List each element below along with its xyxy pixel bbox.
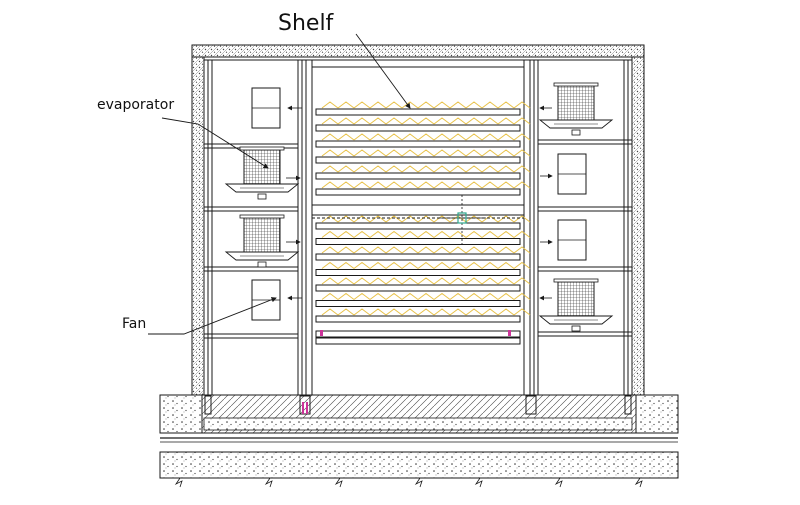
- rack-frame: [311, 204, 525, 345]
- tray-product: [321, 133, 531, 141]
- coil-body: [243, 149, 281, 185]
- ground-marks: [174, 477, 643, 488]
- shelf-rack: [315, 101, 531, 323]
- shelf-tray: [315, 149, 531, 164]
- leader-shelf: [355, 33, 411, 109]
- ground-mark: [264, 477, 273, 488]
- leader-fan: [148, 297, 277, 335]
- tray-product: [321, 215, 531, 223]
- tray-product: [321, 292, 531, 300]
- tray-product: [321, 149, 531, 157]
- evaporator-unit: [224, 214, 300, 268]
- ground-mark: [414, 477, 423, 488]
- coil-top: [553, 278, 599, 283]
- leader-evaporator: [161, 117, 269, 169]
- rack-end-pins: [320, 330, 511, 336]
- tray-board: [315, 284, 521, 292]
- center-marker: [438, 195, 486, 245]
- coil-body: [557, 85, 595, 121]
- column-footings: [204, 395, 632, 415]
- fan-box: [251, 87, 281, 129]
- drain: [257, 261, 267, 268]
- tray-board: [315, 108, 521, 116]
- tray-board: [315, 156, 521, 164]
- columns: [204, 59, 632, 395]
- floor-slab: [159, 394, 679, 479]
- drain: [257, 193, 267, 200]
- label-fan: Fan: [122, 316, 146, 332]
- label-shelf: Shelf: [278, 11, 335, 36]
- coil-top: [239, 146, 285, 151]
- coil-top: [239, 214, 285, 219]
- wall-right: [631, 44, 645, 396]
- tray-board: [315, 269, 521, 276]
- tray-board: [315, 222, 521, 230]
- tray-product: [321, 308, 531, 316]
- tray-product: [321, 101, 531, 109]
- shelf-tray: [315, 101, 531, 116]
- airflow-arrows: [286, 105, 553, 301]
- ground-mark: [554, 477, 563, 488]
- coil-body: [243, 217, 281, 253]
- tray-product: [321, 117, 531, 125]
- tray-product: [321, 165, 531, 173]
- coil-top: [553, 82, 599, 87]
- tray-product: [321, 277, 531, 285]
- shelf-tray: [315, 133, 531, 148]
- tray-product: [321, 246, 531, 254]
- tray-board: [315, 140, 521, 148]
- side-floors: [204, 139, 632, 339]
- tray-board: [315, 124, 521, 132]
- fan-box: [557, 153, 587, 195]
- fan-box: [557, 219, 587, 261]
- tray-board: [315, 238, 521, 245]
- ground-mark: [474, 477, 483, 488]
- tray-board: [315, 315, 521, 323]
- tray-product: [321, 181, 531, 189]
- drain: [571, 129, 581, 136]
- coil-body: [557, 281, 595, 317]
- shelf-tray: [315, 181, 531, 196]
- ground-mark: [174, 477, 183, 488]
- drain: [571, 325, 581, 332]
- tray-board: [315, 300, 521, 307]
- roof: [191, 44, 645, 58]
- fan-box: [251, 279, 281, 321]
- shelf-tray: [315, 246, 531, 261]
- evaporator-unit: [538, 82, 614, 136]
- shelf-tray: [315, 230, 531, 245]
- tray-board: [315, 188, 521, 196]
- evaporator-units: [224, 82, 614, 332]
- shelf-tray: [315, 292, 531, 307]
- shelf-tray: [315, 117, 531, 132]
- tray-product: [321, 261, 531, 269]
- ground-mark: [634, 477, 643, 488]
- shelf-tray: [315, 261, 531, 276]
- shelf-tray: [315, 308, 531, 323]
- tray-product: [321, 230, 531, 238]
- shelf-tray: [315, 277, 531, 292]
- wall-left: [191, 44, 205, 396]
- shelf-tray: [315, 165, 531, 180]
- evaporator-unit: [538, 278, 614, 332]
- tray-board: [315, 253, 521, 261]
- label-evaporator: evaporator: [97, 97, 174, 113]
- tray-board: [315, 172, 521, 180]
- fan-units: [251, 87, 587, 321]
- shelf-tray: [315, 215, 531, 230]
- ground-mark: [334, 477, 343, 488]
- evaporator-unit: [224, 146, 300, 200]
